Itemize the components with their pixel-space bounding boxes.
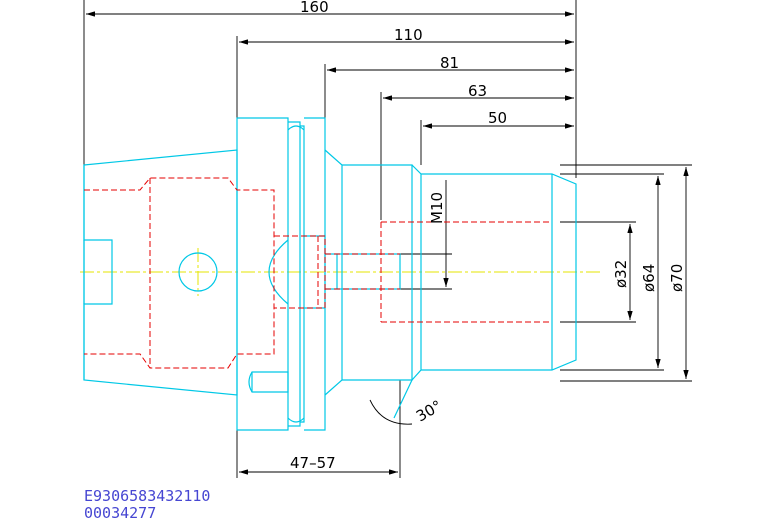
angle-arc	[369, 399, 413, 425]
dimension-lines-vertical	[400, 164, 692, 382]
dim-overall-length: 160	[300, 0, 329, 16]
dim-angle: 30°	[413, 397, 445, 426]
dim-thread: M10	[428, 192, 446, 224]
dim-length-50: 50	[488, 109, 507, 127]
part-number: E9306583432110	[84, 487, 211, 505]
dim-length-63: 63	[468, 82, 487, 100]
dim-dia-64: ø64	[640, 264, 658, 292]
dim-dia-70: ø70	[668, 264, 686, 292]
part-code: 00034277	[84, 504, 157, 522]
hidden-lines	[84, 177, 552, 369]
dim-length-110: 110	[394, 26, 423, 44]
part-outline	[83, 117, 577, 431]
dim-length-81: 81	[440, 54, 459, 72]
dim-adjust-range: 47–57	[290, 454, 336, 472]
dimension-lines-horizontal	[83, 0, 577, 478]
dim-dia-32: ø32	[612, 260, 630, 288]
